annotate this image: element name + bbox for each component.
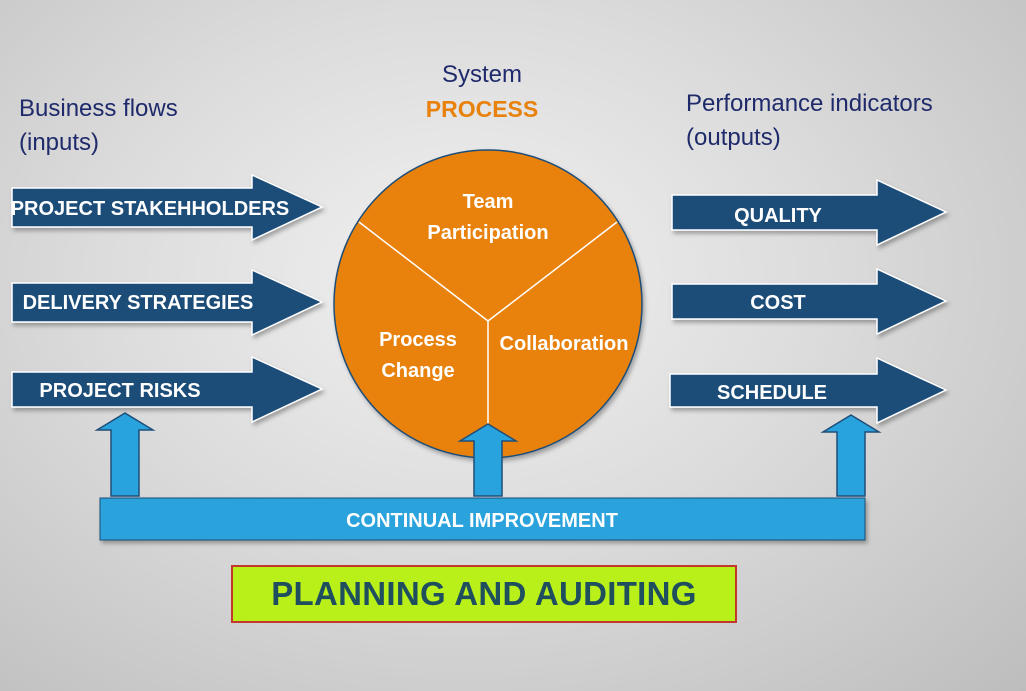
system-heading: System PROCESS — [382, 58, 582, 126]
continual-improvement-bar: CONTINUAL IMPROVEMENT — [99, 497, 866, 541]
continual-improvement-label: CONTINUAL IMPROVEMENT — [346, 510, 618, 532]
input-arrow-stakeholders: PROJECT STAKEHHOLDERS — [11, 173, 324, 242]
up-arrow-right — [820, 414, 882, 497]
process-label: PROCESS — [425, 96, 539, 122]
planning-auditing-box: PLANNING AND AUDITING — [231, 565, 737, 623]
segment-divider-left — [358, 221, 489, 322]
segment-process-change-line1: Process — [379, 329, 457, 351]
input-label-risks: PROJECT RISKS — [39, 380, 200, 402]
segment-collaboration: Collaboration — [500, 333, 629, 355]
input-arrow-delivery: DELIVERY STRATEGIES — [11, 268, 324, 337]
segment-team-line2: Participation — [427, 222, 548, 244]
output-label-schedule: SCHEDULE — [717, 382, 827, 404]
system-label: System — [441, 61, 522, 88]
input-arrow-risks: PROJECT RISKS — [11, 355, 324, 424]
process-circle: Team Participation Process Change Collab… — [333, 149, 643, 459]
up-arrow-center — [457, 423, 519, 497]
inputs-heading-line1: Business flows — [19, 95, 178, 122]
output-label-cost: COST — [750, 292, 806, 314]
input-label-stakeholders: PROJECT STAKEHHOLDERS — [11, 198, 290, 220]
output-label-quality: QUALITY — [734, 205, 822, 227]
up-arrow-left — [94, 412, 156, 497]
output-arrow-cost: COST — [671, 267, 948, 336]
outputs-heading: Performance indicators (outputs) — [686, 87, 933, 155]
planning-auditing-label: PLANNING AND AUDITING — [271, 575, 697, 612]
inputs-heading-line2: (inputs) — [19, 129, 100, 156]
input-label-delivery: DELIVERY STRATEGIES — [23, 292, 254, 314]
segment-process-change-line2: Change — [381, 360, 454, 382]
segment-divider-right — [487, 221, 618, 322]
inputs-heading: Business flows (inputs) — [19, 92, 178, 160]
output-arrow-schedule: SCHEDULE — [669, 356, 948, 425]
outputs-heading-line1: Performance indicators — [686, 90, 933, 117]
segment-team-line1: Team — [463, 191, 514, 213]
output-arrow-quality: QUALITY — [671, 178, 948, 247]
outputs-heading-line2: (outputs) — [686, 124, 781, 151]
